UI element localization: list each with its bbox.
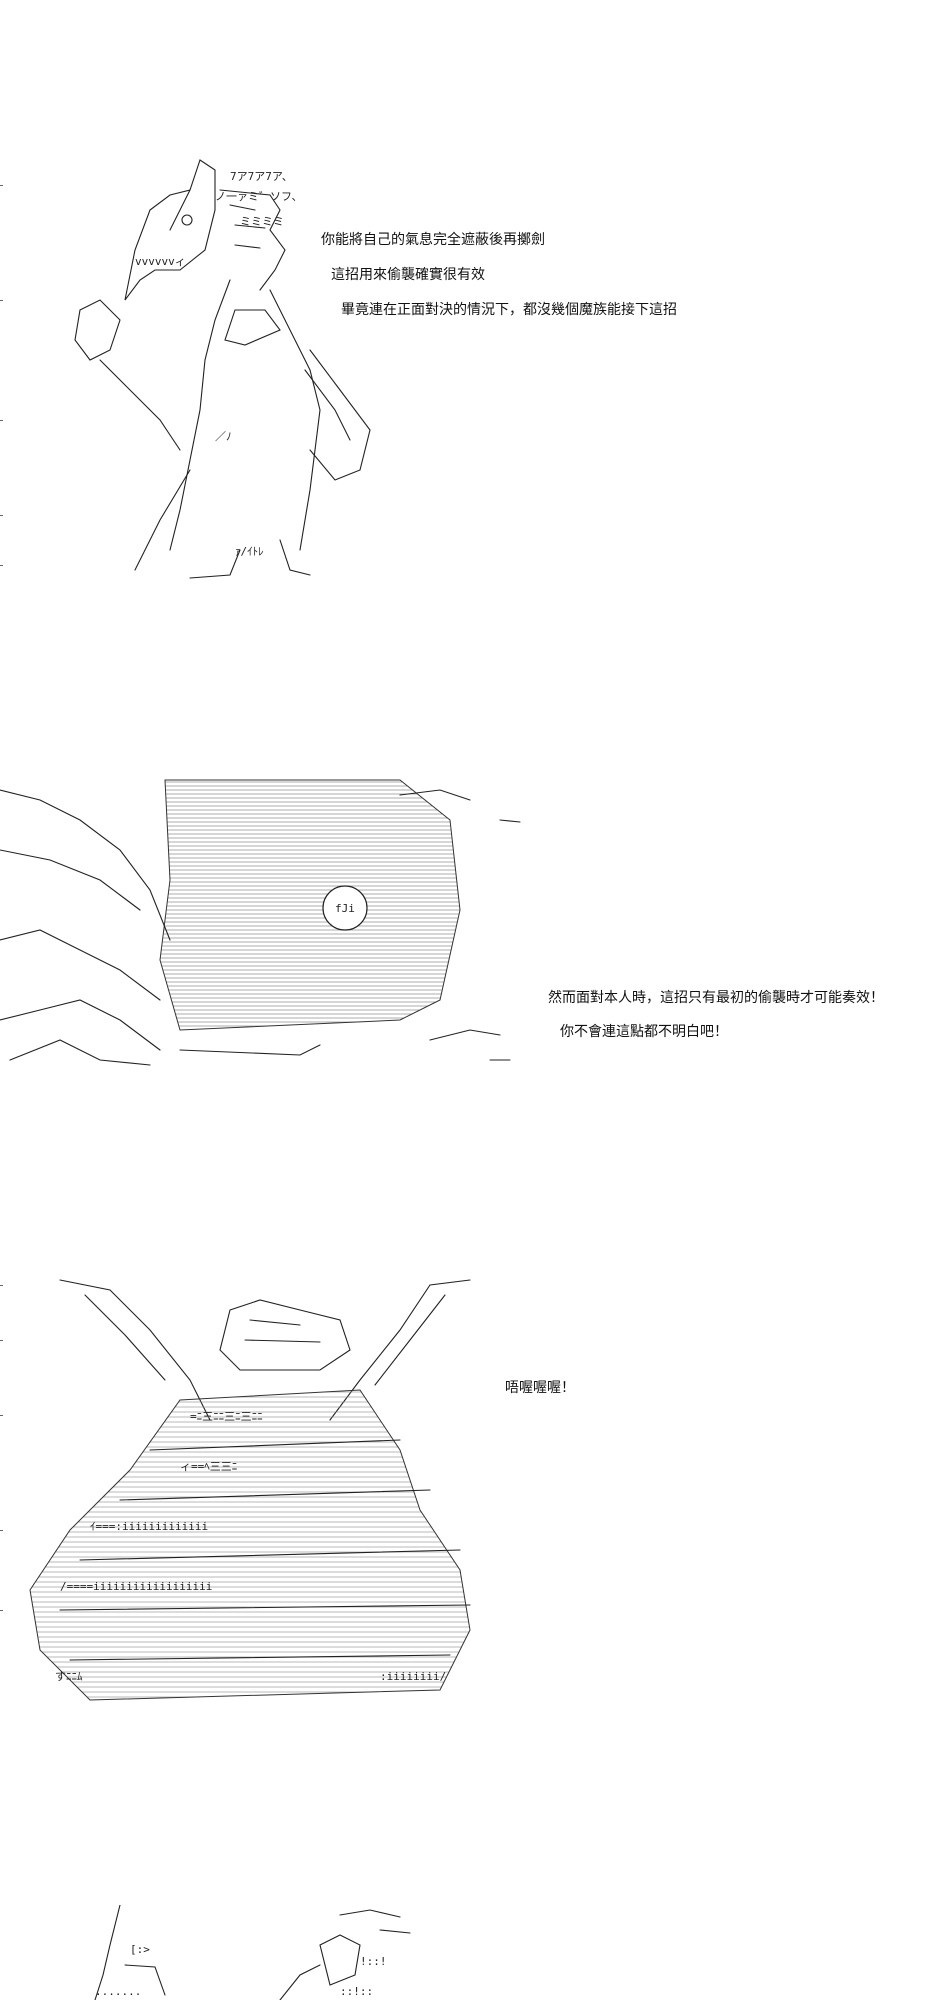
ascii-creature-large: =ﾆ三ﾆﾆ三ﾆ三ﾆﾆ ィ==ﾍ三三ﾆ ｲ===:iiiiiiiiiiiii /=…	[0, 1270, 510, 1730]
edge-mark	[0, 185, 3, 186]
panel-4: [:> ....... !::! ::!::	[0, 1895, 937, 2000]
svg-text:ミミミミ: ミミミミ	[240, 215, 284, 228]
edge-mark	[0, 1340, 3, 1341]
ascii-figure-left: [:> .......	[85, 1905, 205, 2000]
svg-text:!::!: !::!	[360, 1955, 387, 1968]
svg-text:／ﾉ: ／ﾉ	[215, 430, 232, 443]
svg-text:ィ==ﾍ三三ﾆ: ィ==ﾍ三三ﾆ	[180, 1460, 237, 1473]
panel-2: fJi 然而面對本人時，這招只有最初的偷襲時才可能奏效！ 你不會連這點都不明白吧…	[0, 740, 937, 1100]
edge-mark	[0, 565, 3, 566]
ascii-figure-right: !::! ::!::	[260, 1905, 430, 2000]
svg-text:ｲ===:iiiiiiiiiiiii: ｲ===:iiiiiiiiiiiii	[90, 1520, 208, 1533]
edge-mark	[0, 1530, 3, 1531]
svg-text:::!::: ::!::	[340, 1985, 373, 1998]
edge-mark	[0, 1285, 3, 1286]
edge-mark	[0, 1415, 3, 1416]
dialog-line-1: 唔喔喔喔！	[505, 1380, 575, 1396]
svg-text:fJi: fJi	[335, 902, 355, 915]
edge-mark	[0, 1610, 3, 1611]
svg-text:.......: .......	[95, 1985, 141, 1998]
svg-text:=ﾆ三ﾆﾆ三ﾆ三ﾆﾆ: =ﾆ三ﾆﾆ三ﾆ三ﾆﾆ	[190, 1410, 263, 1423]
panel-1: 7ア7ア7ア、 ノ一ァミ゛ソフ、 ミミミミ vvvvvvィ ／ﾉ ｧ/ｲﾄﾚ 你…	[0, 0, 937, 600]
svg-text::iiiiiiii/: :iiiiiiii/	[380, 1670, 446, 1683]
dialog-line-2: 這招用來偷襲確實很有效	[331, 267, 485, 283]
edge-mark	[0, 420, 3, 421]
dialog-line-2: 你不會連這點都不明白吧！	[560, 1024, 728, 1040]
ascii-figure-standing: 7ア7ア7ア、 ノ一ァミ゛ソフ、 ミミミミ vvvvvvィ ／ﾉ ｧ/ｲﾄﾚ	[40, 150, 380, 580]
svg-text:7ア7ア7ア、: 7ア7ア7ア、	[230, 170, 293, 183]
ascii-creature-dense: fJi	[0, 760, 530, 1080]
svg-text:ノ一ァミ゛ソフ、: ノ一ァミ゛ソフ、	[215, 190, 303, 203]
svg-text:すﾆﾆﾑ: すﾆﾆﾑ	[55, 1670, 83, 1683]
svg-text:/====iiiiiiiiiiiiiiiiii: /====iiiiiiiiiiiiiiiiii	[60, 1580, 212, 1593]
dialog-line-1: 然而面對本人時，這招只有最初的偷襲時才可能奏效！	[548, 990, 884, 1006]
svg-text:vvvvvvィ: vvvvvvィ	[135, 255, 186, 268]
svg-text:[:>: [:>	[130, 1943, 150, 1956]
svg-text:ｧ/ｲﾄﾚ: ｧ/ｲﾄﾚ	[235, 545, 264, 558]
dialog-line-1: 你能將自己的氣息完全遮蔽後再擲劍	[321, 232, 545, 248]
edge-mark	[0, 300, 3, 301]
edge-mark	[0, 515, 3, 516]
dialog-line-3: 畢竟連在正面對決的情況下，都沒幾個魔族能接下這招	[341, 302, 677, 318]
panel-3: =ﾆ三ﾆﾆ三ﾆ三ﾆﾆ ィ==ﾍ三三ﾆ ｲ===:iiiiiiiiiiiii /=…	[0, 1250, 937, 1720]
